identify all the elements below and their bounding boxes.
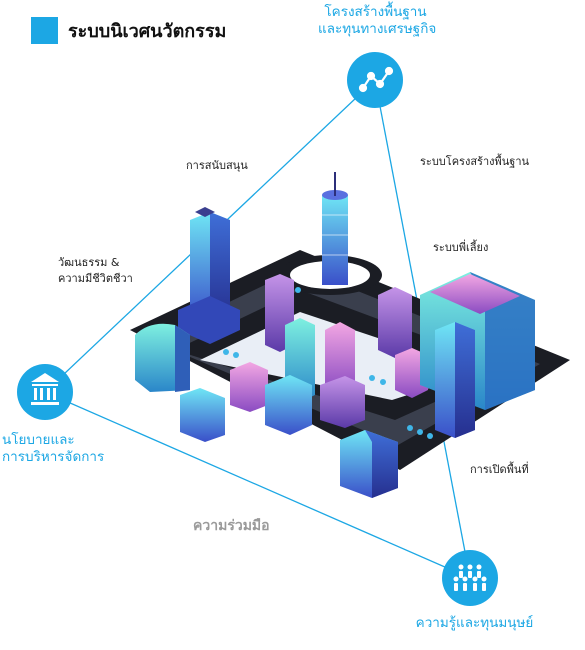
bottom-node-label: ความรู้และทุนมนุษย์ (412, 615, 537, 632)
government-building-icon (31, 373, 59, 405)
edge-label-collaboration: ความร่วมมือ (193, 518, 270, 534)
left-node (17, 364, 73, 420)
front-buildings (180, 388, 398, 498)
edge-label-support: การสนับสนุน (186, 159, 248, 172)
top-node-label-line2: และทุนทางเศรษฐกิจ (318, 21, 437, 37)
top-node-label-line1: โครงสร้างพื้นฐาน (324, 4, 427, 20)
top-node (347, 52, 403, 108)
left-tall-tower (178, 207, 240, 344)
people-group-icon (453, 564, 487, 591)
right-building-complex (420, 272, 535, 438)
trees (223, 287, 433, 439)
page-title: ระบบนิเวศนวัตกรรม (68, 21, 227, 42)
center-buildings (230, 274, 428, 435)
edge-label-culture-line2: ความมีชีวิตชีวา (58, 272, 133, 285)
edge-label-infrastructure: ระบบโครงสร้างพื้นฐาน (420, 155, 530, 168)
left-node-label-line1: นโยบายและ (2, 432, 75, 448)
edge-label-culture-line1: วัฒนธรรม & (58, 256, 120, 269)
title-block: ระบบนิเวศนวัตกรรม (31, 16, 226, 45)
edge-label-culture: วัฒนธรรม & ความมีชีวิตชีวา (58, 255, 133, 287)
edge-label-space: การเปิดพื้นที่ (470, 463, 529, 476)
bottom-node-label-text: ความรู้และทุนมนุษย์ (415, 615, 534, 631)
left-node-label: นโยบายและ การบริหารจัดการ (2, 432, 112, 466)
left-rounded-building (135, 323, 190, 392)
top-node-label: โครงสร้างพื้นฐาน และทุนทางเศรษฐกิจ (318, 4, 437, 38)
edge-label-mentoring: ระบบพี่เลี้ยง (433, 241, 489, 254)
cylinder-tower (322, 172, 348, 285)
bottom-node (442, 550, 498, 606)
network-graph-icon (358, 66, 394, 93)
left-node-label-line2: การบริหารจัดการ (2, 449, 105, 465)
title-square-icon (31, 17, 58, 44)
